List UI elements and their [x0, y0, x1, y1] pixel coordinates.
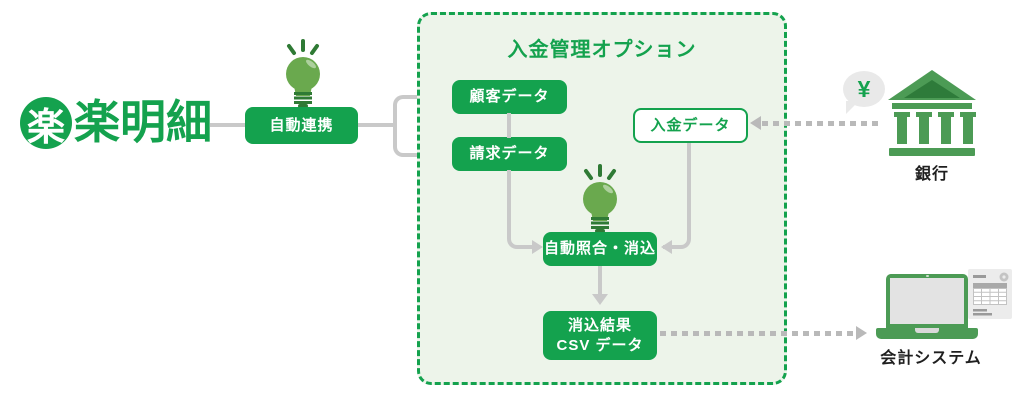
- accounting-system-label: 会計システム: [880, 350, 982, 367]
- dashed-connector-result-accounting: [660, 331, 857, 336]
- arrowhead-result: [592, 294, 608, 305]
- arrowhead-accounting: [856, 326, 867, 340]
- bank-label: 銀行: [914, 166, 949, 183]
- node-customer-data: 顧客データ: [452, 80, 567, 114]
- connector-customer-billing: [507, 113, 511, 138]
- rakuraku-logo-text: 楽明細: [74, 96, 212, 148]
- dashed-connector-bank-payment: [762, 121, 880, 126]
- connector-autolink-split: [358, 123, 397, 127]
- laptop-screen: [890, 278, 964, 324]
- node-auto-link: 自動連携: [245, 107, 358, 144]
- bank-icon: [888, 70, 976, 156]
- node-clearing-result: 消込結果 CSV データ: [543, 311, 657, 360]
- clearing-result-line1: 消込結果: [567, 317, 632, 334]
- connector-logo-autolink: [210, 123, 246, 127]
- laptop-notch: [915, 328, 939, 333]
- connector-billing-matching: [507, 170, 534, 249]
- spreadsheet-document-icon: [968, 269, 1012, 319]
- arrowhead-matching-left: [532, 240, 543, 254]
- clearing-result-line2: CSV データ: [556, 336, 644, 354]
- arrowhead-payment-data: [750, 116, 761, 130]
- payment-option-title: 入金管理オプション: [507, 39, 697, 61]
- laptop-base: [876, 328, 978, 339]
- yen-bubble: ¥: [843, 71, 885, 107]
- arrowhead-matching-right: [661, 240, 672, 254]
- node-payment-data: 入金データ: [633, 108, 748, 143]
- lightbulb-icon: [583, 164, 617, 233]
- laptop-icon: [886, 274, 968, 328]
- node-auto-matching: 自動照合・消込: [543, 232, 657, 266]
- connector-matching-result: [598, 266, 602, 295]
- node-billing-data: 請求データ: [452, 137, 567, 171]
- rakuraku-logo-mark: 楽: [20, 97, 72, 149]
- laptop-camera-dot: [926, 275, 929, 277]
- connector-payment-matching: [663, 143, 691, 249]
- lightbulb-icon: [286, 39, 320, 108]
